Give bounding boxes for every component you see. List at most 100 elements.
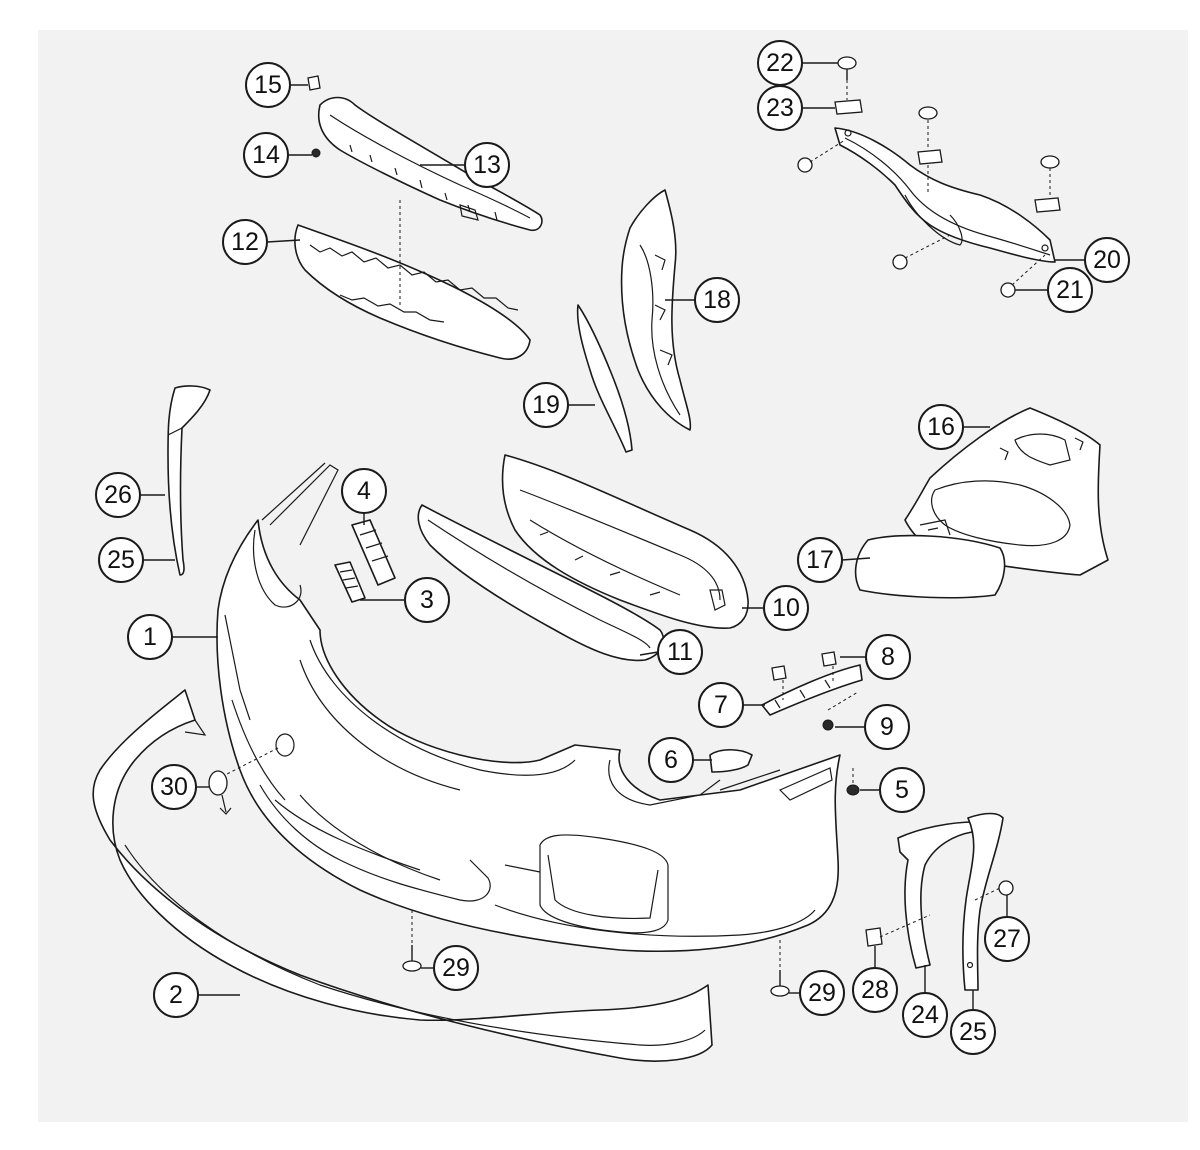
svg-text:23: 23 <box>766 94 794 122</box>
svg-text:8: 8 <box>881 643 895 671</box>
part-duct-seal <box>576 304 633 453</box>
svg-text:4: 4 <box>357 477 371 505</box>
part-arch-liner-left <box>167 385 211 576</box>
part-grille-frame <box>501 454 749 629</box>
callout-30: 30 <box>151 764 197 810</box>
part-nut-mid <box>892 254 908 270</box>
part-foam-strip <box>294 224 531 360</box>
svg-text:29: 29 <box>808 979 836 1007</box>
part-air-duct <box>620 189 692 431</box>
callout-9: 9 <box>864 704 910 750</box>
callout-24: 24 <box>902 992 948 1038</box>
svg-text:18: 18 <box>703 286 731 314</box>
part-nut-21 <box>1000 282 1016 298</box>
svg-text:9: 9 <box>880 713 894 741</box>
part-lower-grille-insert <box>904 407 1109 576</box>
svg-text:11: 11 <box>667 638 693 666</box>
part-bolt-5 <box>846 784 860 796</box>
svg-text:19: 19 <box>532 391 560 419</box>
svg-text:24: 24 <box>911 1001 939 1029</box>
callout-20: 20 <box>1084 237 1130 283</box>
part-clip-28 <box>865 927 883 947</box>
part-bracket-3 <box>334 561 366 603</box>
callout-11: 11 <box>657 629 703 675</box>
part-foam-absorber <box>417 504 665 662</box>
callout-5: 5 <box>879 767 925 813</box>
svg-text:13: 13 <box>473 151 501 179</box>
part-fastener-15 <box>307 75 321 91</box>
callout-15: 15 <box>245 62 291 108</box>
part-lower-spoiler <box>92 689 713 1062</box>
svg-text:2: 2 <box>169 981 183 1009</box>
leader-lines <box>140 62 1085 1010</box>
svg-text:14: 14 <box>252 141 280 169</box>
callout-22: 22 <box>757 40 803 86</box>
callout-19: 19 <box>523 382 569 428</box>
callout-12: 12 <box>222 219 268 265</box>
svg-text:27: 27 <box>993 925 1021 953</box>
svg-text:10: 10 <box>772 594 800 622</box>
part-screw-29a <box>402 945 422 972</box>
callout-23: 23 <box>757 85 803 131</box>
svg-text:6: 6 <box>664 746 678 774</box>
part-nut-left <box>797 157 813 173</box>
part-fastener-22 <box>837 56 857 80</box>
callout-13: 13 <box>464 142 510 188</box>
svg-text:1: 1 <box>143 623 157 651</box>
callout-7: 7 <box>698 682 744 728</box>
callout-17: 17 <box>797 537 843 583</box>
callout-10: 10 <box>763 585 809 631</box>
callout-28: 28 <box>852 967 898 1013</box>
part-bolt-9 <box>822 719 834 731</box>
svg-text:5: 5 <box>895 776 909 804</box>
callout-16: 16 <box>918 404 964 450</box>
part-arch-trim-right <box>897 821 976 969</box>
svg-text:21: 21 <box>1056 276 1084 304</box>
part-clip-8a <box>771 665 787 681</box>
callout-26: 26 <box>95 472 141 518</box>
callout-1: 1 <box>127 614 173 660</box>
callout-18: 18 <box>694 277 740 323</box>
part-bolt-27 <box>998 880 1014 896</box>
part-mounting-rail <box>318 96 543 232</box>
svg-text:26: 26 <box>104 481 132 509</box>
svg-text:7: 7 <box>714 691 728 719</box>
svg-text:20: 20 <box>1093 246 1121 274</box>
callout-27: 27 <box>984 916 1030 962</box>
svg-text:25: 25 <box>959 1018 987 1046</box>
svg-text:3: 3 <box>420 586 434 614</box>
callout-25-left: 25 <box>98 537 144 583</box>
callout-14: 14 <box>243 132 289 178</box>
part-clip-8b <box>821 651 837 667</box>
part-screw-29b <box>770 970 790 997</box>
callout-2: 2 <box>153 972 199 1018</box>
callout-29-right: 29 <box>799 970 845 1016</box>
svg-text:25: 25 <box>107 546 135 574</box>
part-arch-liner-right <box>962 812 1004 991</box>
svg-text:15: 15 <box>254 71 282 99</box>
part-mounting-bracket <box>834 127 1056 263</box>
part-fastener-23 <box>834 99 863 115</box>
svg-text:22: 22 <box>766 49 794 77</box>
part-bracket-4 <box>351 519 396 586</box>
callout-21: 21 <box>1047 267 1093 313</box>
callouts: 1 2 3 4 5 6 7 8 9 10 11 12 13 14 15 16 1… <box>95 40 1130 1055</box>
part-bracket-6 <box>709 748 753 773</box>
part-cap-30 <box>208 770 232 815</box>
callout-3: 3 <box>404 577 450 623</box>
part-side-bracket-7 <box>761 664 863 716</box>
callout-6: 6 <box>648 737 694 783</box>
part-fastener-14 <box>311 148 321 158</box>
svg-text:16: 16 <box>927 413 955 441</box>
callout-4: 4 <box>341 468 387 514</box>
part-fastener-top-mid <box>917 106 943 165</box>
callout-8: 8 <box>865 634 911 680</box>
svg-text:29: 29 <box>442 954 470 982</box>
svg-text:30: 30 <box>160 773 188 801</box>
part-fastener-top-right <box>1034 155 1061 213</box>
callout-29-left: 29 <box>433 945 479 991</box>
svg-text:12: 12 <box>231 228 259 256</box>
part-mesh-panel <box>854 519 1006 599</box>
